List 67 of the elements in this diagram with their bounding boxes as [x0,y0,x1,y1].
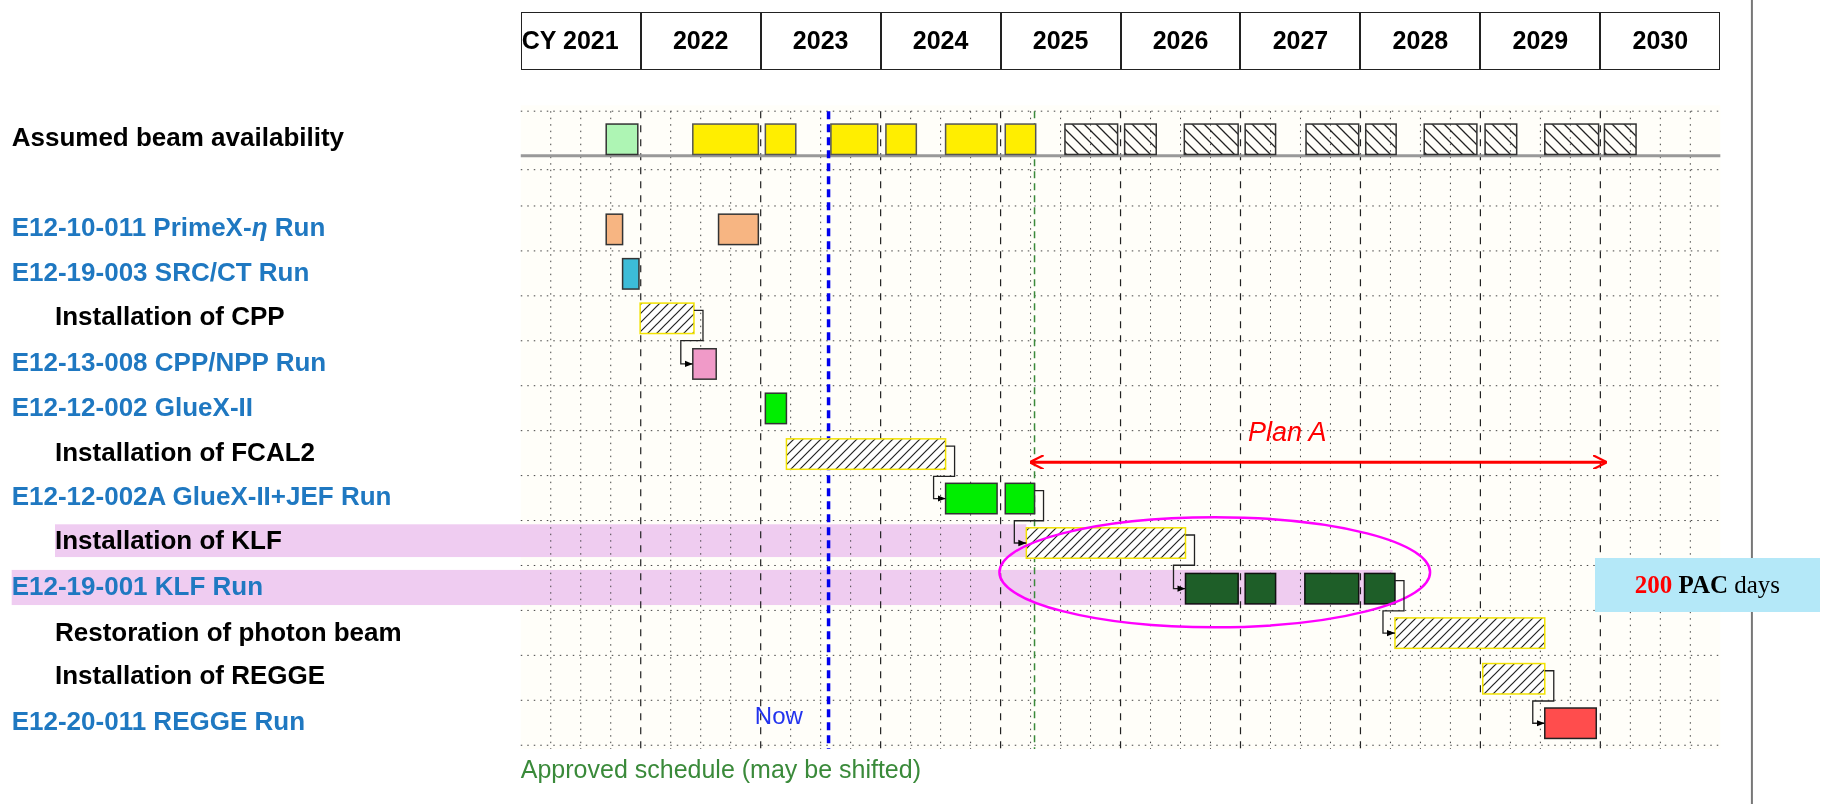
connector-arrow [1013,489,1045,547]
connector-arrow [1532,670,1555,727]
schedule-bar [830,123,879,156]
schedule-bar [717,213,760,246]
row-label: E12-10-011 PrimeX-η Run [11,213,326,244]
connector-arrow [1382,580,1405,637]
schedule-bar [1363,572,1396,605]
schedule-bar [1544,707,1597,740]
year-header: 2026 [1120,11,1241,71]
schedule-bar [1244,123,1277,156]
schedule-bar [1482,662,1546,695]
now-label: Now [754,702,803,730]
row-label: E12-20-011 REGGE Run [11,707,306,737]
year-header: 2024 [880,11,1001,71]
row-label: E12-12-002 GlueX-II [11,393,254,424]
row-label: E12-19-003 SRC/CT Run [11,257,310,288]
schedule-bar [1603,123,1637,156]
schedule-bar [885,123,918,156]
schedule-note: Approved schedule (may be shifted) [520,754,921,784]
schedule-bar [1305,123,1360,156]
schedule-bar [764,392,788,425]
row-label: Installation of REGGE [55,661,326,692]
schedule-bar [764,123,797,156]
connector-arrow [680,309,704,368]
schedule-bar [1064,123,1119,156]
schedule-bar [1004,482,1036,515]
schedule-bar [639,302,695,335]
row-label: E12-12-002A GlueX-II+JEF Run [11,482,392,513]
year-header: 2029 [1480,11,1601,71]
row-label: Installation of CPP [55,302,285,333]
year-header: 2023 [760,11,881,71]
year-header: 2030 [1600,11,1721,71]
schedule-bar [692,348,717,380]
row-label: E12-13-008 CPP/NPP Run [11,347,327,378]
schedule-bar [944,482,998,515]
schedule-bar [1004,123,1037,156]
year-header: 2027 [1240,11,1361,71]
schedule-bar [692,123,760,156]
schedule-bar [605,213,624,246]
schedule-bar [785,438,947,471]
schedule-bar [1244,572,1277,605]
schedule-bar [621,257,640,290]
schedule-bar [1544,123,1600,156]
schedule-bar [1025,527,1187,559]
schedule-bar [1184,572,1239,605]
year-header: CY 2021 [520,11,641,71]
schedule-bar [944,123,998,156]
row-label: Installation of KLF [55,525,282,556]
schedule-bar [1364,123,1397,156]
row-label: Assumed beam availability [11,123,345,153]
row-label: E12-19-001 KLF Run [11,572,264,603]
connector-arrow [932,445,956,502]
schedule-bar [1484,123,1518,156]
row-label: Restoration of photon beam [55,618,402,649]
row-label: Installation of FCAL2 [55,437,315,468]
schedule-bar [1394,617,1546,650]
schedule-bar [1423,123,1478,156]
plan-label: Plan A [1248,417,1327,449]
schedule-bar [1123,123,1157,156]
year-header: 2025 [1000,11,1121,71]
schedule-bar [605,123,639,156]
connector-arrow [1172,534,1196,592]
callout-box: 200 PAC days [1595,558,1820,613]
schedule-bar [1183,123,1239,156]
year-header: 2028 [1360,11,1481,71]
year-header: 2022 [640,11,761,71]
schedule-bar [1304,572,1360,605]
